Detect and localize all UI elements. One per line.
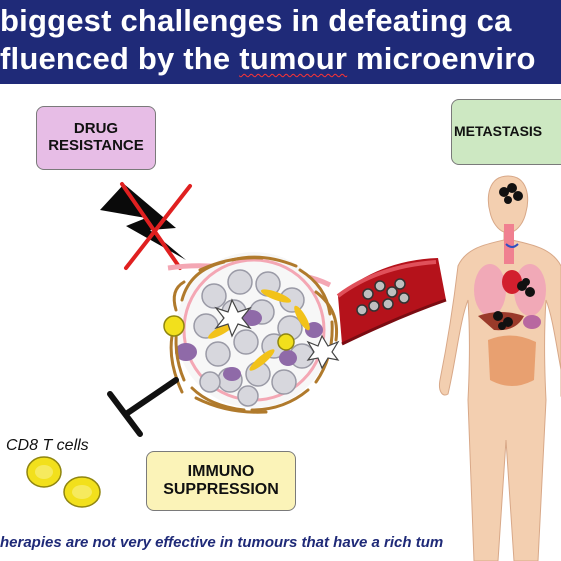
title-banner: biggest challenges in defeating ca fluen…	[0, 0, 561, 84]
metastasis-label: METASTASIS	[454, 123, 543, 140]
human-body-icon	[439, 175, 561, 561]
immuno-suppression-line-2: SUPPRESSION	[163, 481, 279, 498]
lightning-bolt-icon	[100, 184, 186, 260]
drug-resistance-line-2: RESISTANCE	[48, 137, 144, 154]
metastasis-box: METASTASIS	[451, 99, 561, 165]
cd8-t-cell-icon	[26, 456, 101, 508]
drug-resistance-box: DRUG RESISTANCE	[36, 106, 156, 170]
title-line-2: fluenced by the tumour microenviro	[0, 41, 536, 77]
drug-resistance-line-1: DRUG	[73, 120, 119, 138]
inhibition-arrow-icon	[107, 377, 179, 437]
title-line-1: biggest challenges in defeating ca	[0, 3, 512, 38]
cd8-t-cells-label: CD8 T cells	[6, 437, 89, 454]
title-line-2-end: microenviro	[347, 41, 536, 76]
tumour-cluster-icon	[169, 252, 340, 414]
immuno-suppression-box: IMMUNO SUPPRESSION	[146, 451, 296, 511]
red-cross-icon	[120, 182, 192, 270]
immuno-suppression-line-1: IMMUNO	[187, 463, 255, 481]
title-line-2-start: fluenced by the	[0, 41, 240, 76]
drug-resistance-label: DRUG RESISTANCE	[48, 120, 144, 155]
immuno-suppression-label: IMMUNO SUPPRESSION	[163, 463, 279, 499]
title-spellcheck-word: tumour	[239, 41, 348, 76]
blood-vessel-icon	[336, 258, 447, 346]
footer-caption: herapies are not very effective in tumou…	[0, 534, 444, 551]
t-cell-icon	[163, 315, 295, 351]
